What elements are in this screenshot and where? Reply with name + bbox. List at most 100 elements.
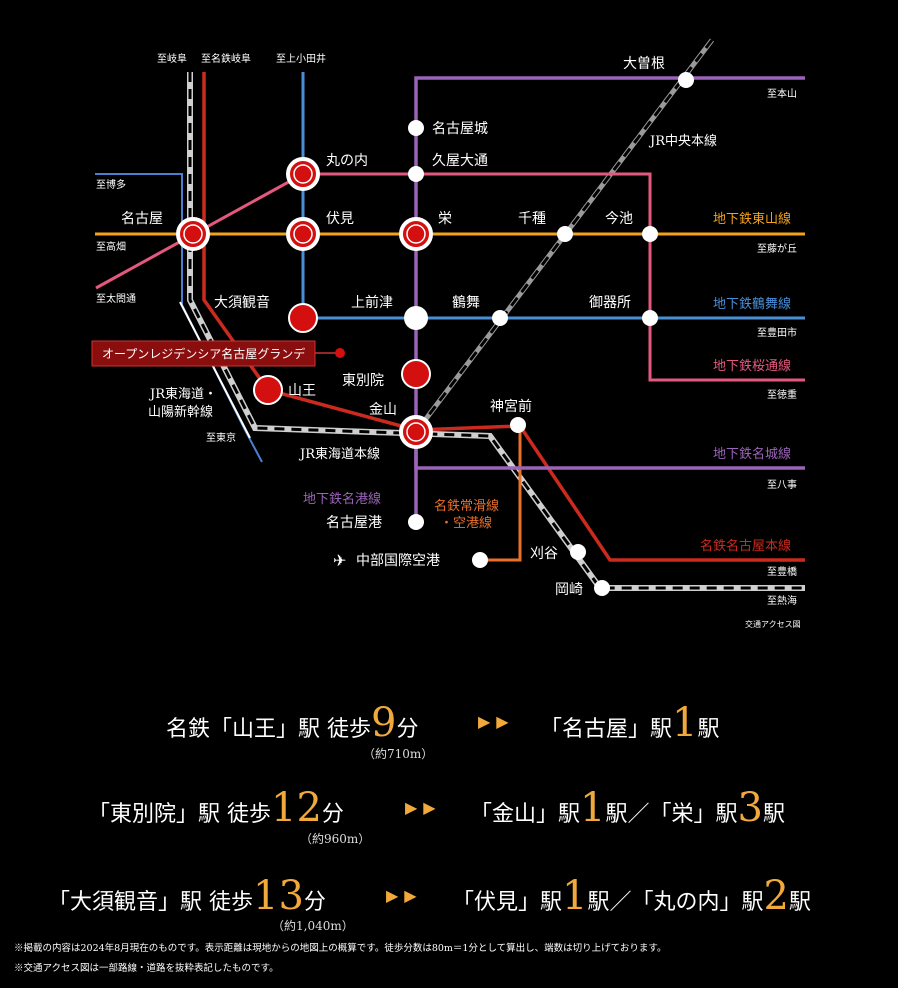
station-sanno-dot — [253, 375, 283, 405]
name-tsurumai: 鶴舞 — [452, 294, 480, 311]
dir-takabata: 至高畑 — [96, 240, 126, 253]
jr-tokaido-line — [187, 72, 805, 591]
line-sakuradori: 地下鉄桜通線 — [713, 358, 791, 374]
footnote-1: ※掲載の内容は2024年8月現在のものです。表示距離は現地からの地図上の概算です… — [14, 943, 667, 954]
dest-b-unit: 駅 — [762, 802, 785, 827]
line-tokoname-2: ・空港線 — [440, 515, 492, 531]
station-okazaki-dot — [594, 580, 610, 596]
dir-atsumi: 至熱海 — [767, 594, 797, 607]
access-row-1: 名鉄「山王」駅 徒歩9分 — [166, 703, 418, 743]
tsurumai-line — [301, 72, 805, 320]
dir-hakata: 至博多 — [96, 178, 126, 191]
dir-taikodori: 至太閤通 — [96, 292, 136, 305]
station-sakae-ring — [399, 217, 433, 251]
dir-motoyama: 至本山 — [767, 87, 797, 100]
dest-b: 「丸の内」駅 — [631, 890, 764, 915]
shinkansen-line — [95, 173, 263, 463]
access-from: 「大須観音」駅 徒歩 — [48, 890, 253, 915]
access-minutes-unit: 分 — [321, 802, 344, 827]
name-ozone: 大曽根 — [623, 56, 665, 72]
dir-yagoto: 至八事 — [767, 478, 797, 491]
dest-a: 「金山」駅 — [470, 802, 581, 827]
name-imaike: 今池 — [605, 211, 633, 227]
transfer-stations — [176, 157, 433, 449]
name-kanayama: 金山 — [369, 402, 397, 418]
name-nagoyajo: 名古屋城 — [432, 121, 488, 137]
arrow-icon-2: ▶▶ — [405, 798, 442, 817]
dest-sep: ／ — [609, 890, 632, 915]
dir-toyotashi: 至豊田市 — [757, 326, 797, 339]
line-meijo: 地下鉄名城線 — [713, 446, 791, 462]
name-airport: 中部国際空港 — [356, 553, 440, 569]
station-nagoya-ring — [176, 217, 210, 251]
station-nagoyajo-dot — [408, 120, 424, 136]
station-higashibetsuin-dot — [401, 359, 431, 389]
dir-tokushige: 至徳重 — [767, 388, 797, 401]
station-jingumae-dot — [510, 417, 526, 433]
station-hisaya-dot — [408, 166, 424, 182]
access-from: 名鉄「山王」駅 徒歩 — [166, 717, 371, 742]
station-airport-dot — [472, 552, 488, 568]
tokoname-line — [480, 426, 522, 562]
sakuradori-line — [95, 172, 805, 382]
dest-b-count: 3 — [737, 785, 763, 831]
meijo-line — [414, 76, 805, 470]
access-dest-1: 「名古屋」駅1駅 — [540, 703, 719, 743]
dest-a-unit: 駅 — [697, 717, 720, 742]
name-gokiso: 御器所 — [589, 295, 631, 311]
property-label: オープンレジデンシア名古屋グランデ — [102, 346, 305, 361]
line-jr-tokaido: JR東海道本線 — [298, 446, 380, 462]
access-row-2: 「東別院」駅 徒歩12分 — [88, 788, 344, 828]
name-kamimaezu: 上前津 — [351, 294, 393, 311]
station-kamimaezu-dot — [404, 306, 428, 330]
name-jingumae: 神宮前 — [490, 398, 532, 415]
station-osu-dot — [288, 303, 318, 333]
nearest-stations — [253, 303, 431, 405]
airplane-icon: ✈ — [333, 551, 346, 570]
map-caption: 交通アクセス図 — [745, 619, 801, 629]
line-tokoname-1: 名鉄常滑線 — [434, 498, 499, 514]
station-kariya-dot — [570, 544, 586, 560]
station-markers — [404, 72, 694, 596]
route-map: オープンレジデンシア名古屋グランデ ✈ 至岐阜 至名鉄岐阜 至上小田井 至博多 … — [91, 38, 805, 629]
dest-a-unit: 駅 — [605, 802, 628, 827]
dest-b: 「栄」駅 — [649, 802, 738, 827]
access-minutes: 12 — [271, 785, 322, 831]
station-chikusa-dot — [557, 226, 573, 242]
dir-gifu: 至岐阜 — [157, 52, 187, 65]
property-marker — [335, 348, 345, 358]
dir-tokyo: 至東京 — [206, 431, 236, 444]
line-jr-shin-1: JR東海道・ — [148, 386, 217, 402]
access-dest-3: 「伏見」駅1駅／「丸の内」駅2駅 — [452, 876, 811, 916]
access-minutes-unit: 分 — [303, 890, 326, 915]
dir-kamiotai: 至上小田井 — [276, 52, 326, 65]
access-minutes-unit: 分 — [396, 717, 419, 742]
name-kariya: 刈谷 — [530, 546, 558, 562]
access-dest-2: 「金山」駅1駅／「栄」駅3駅 — [470, 788, 785, 828]
access-minutes: 13 — [253, 873, 304, 919]
name-osu: 大須観音 — [214, 294, 270, 311]
station-gokiso-dot — [642, 310, 658, 326]
name-sanno: 山王 — [288, 383, 316, 399]
line-meiko: 地下鉄名港線 — [303, 491, 381, 507]
dest-a-unit: 駅 — [587, 890, 610, 915]
dir-meitetsu-gifu: 至名鉄岐阜 — [201, 52, 251, 65]
name-hisaya: 久屋大通 — [432, 153, 488, 169]
dest-a-count: 1 — [672, 700, 698, 746]
dir-toyohashi: 至豊橋 — [767, 565, 797, 578]
dir-fujigaoka: 至藤が丘 — [757, 242, 797, 255]
dest-a-count: 1 — [562, 873, 588, 919]
name-fushimi: 伏見 — [326, 211, 354, 227]
dest-b-count: 2 — [763, 873, 789, 919]
name-higashibetsuin: 東別院 — [342, 373, 384, 389]
arrow-icon-3: ▶▶ — [386, 886, 423, 905]
station-kanayama-ring — [399, 415, 433, 449]
line-jr-shin-2: 山陽新幹線 — [148, 404, 213, 420]
station-fushimi-ring — [286, 217, 320, 251]
access-from: 「東別院」駅 徒歩 — [88, 802, 271, 827]
dest-a-count: 1 — [580, 785, 606, 831]
line-jr-chuo: JR中央本線 — [648, 133, 717, 149]
name-okazaki: 岡崎 — [555, 582, 583, 598]
dest-b-unit: 駅 — [788, 890, 811, 915]
station-ozone-dot — [678, 72, 694, 88]
